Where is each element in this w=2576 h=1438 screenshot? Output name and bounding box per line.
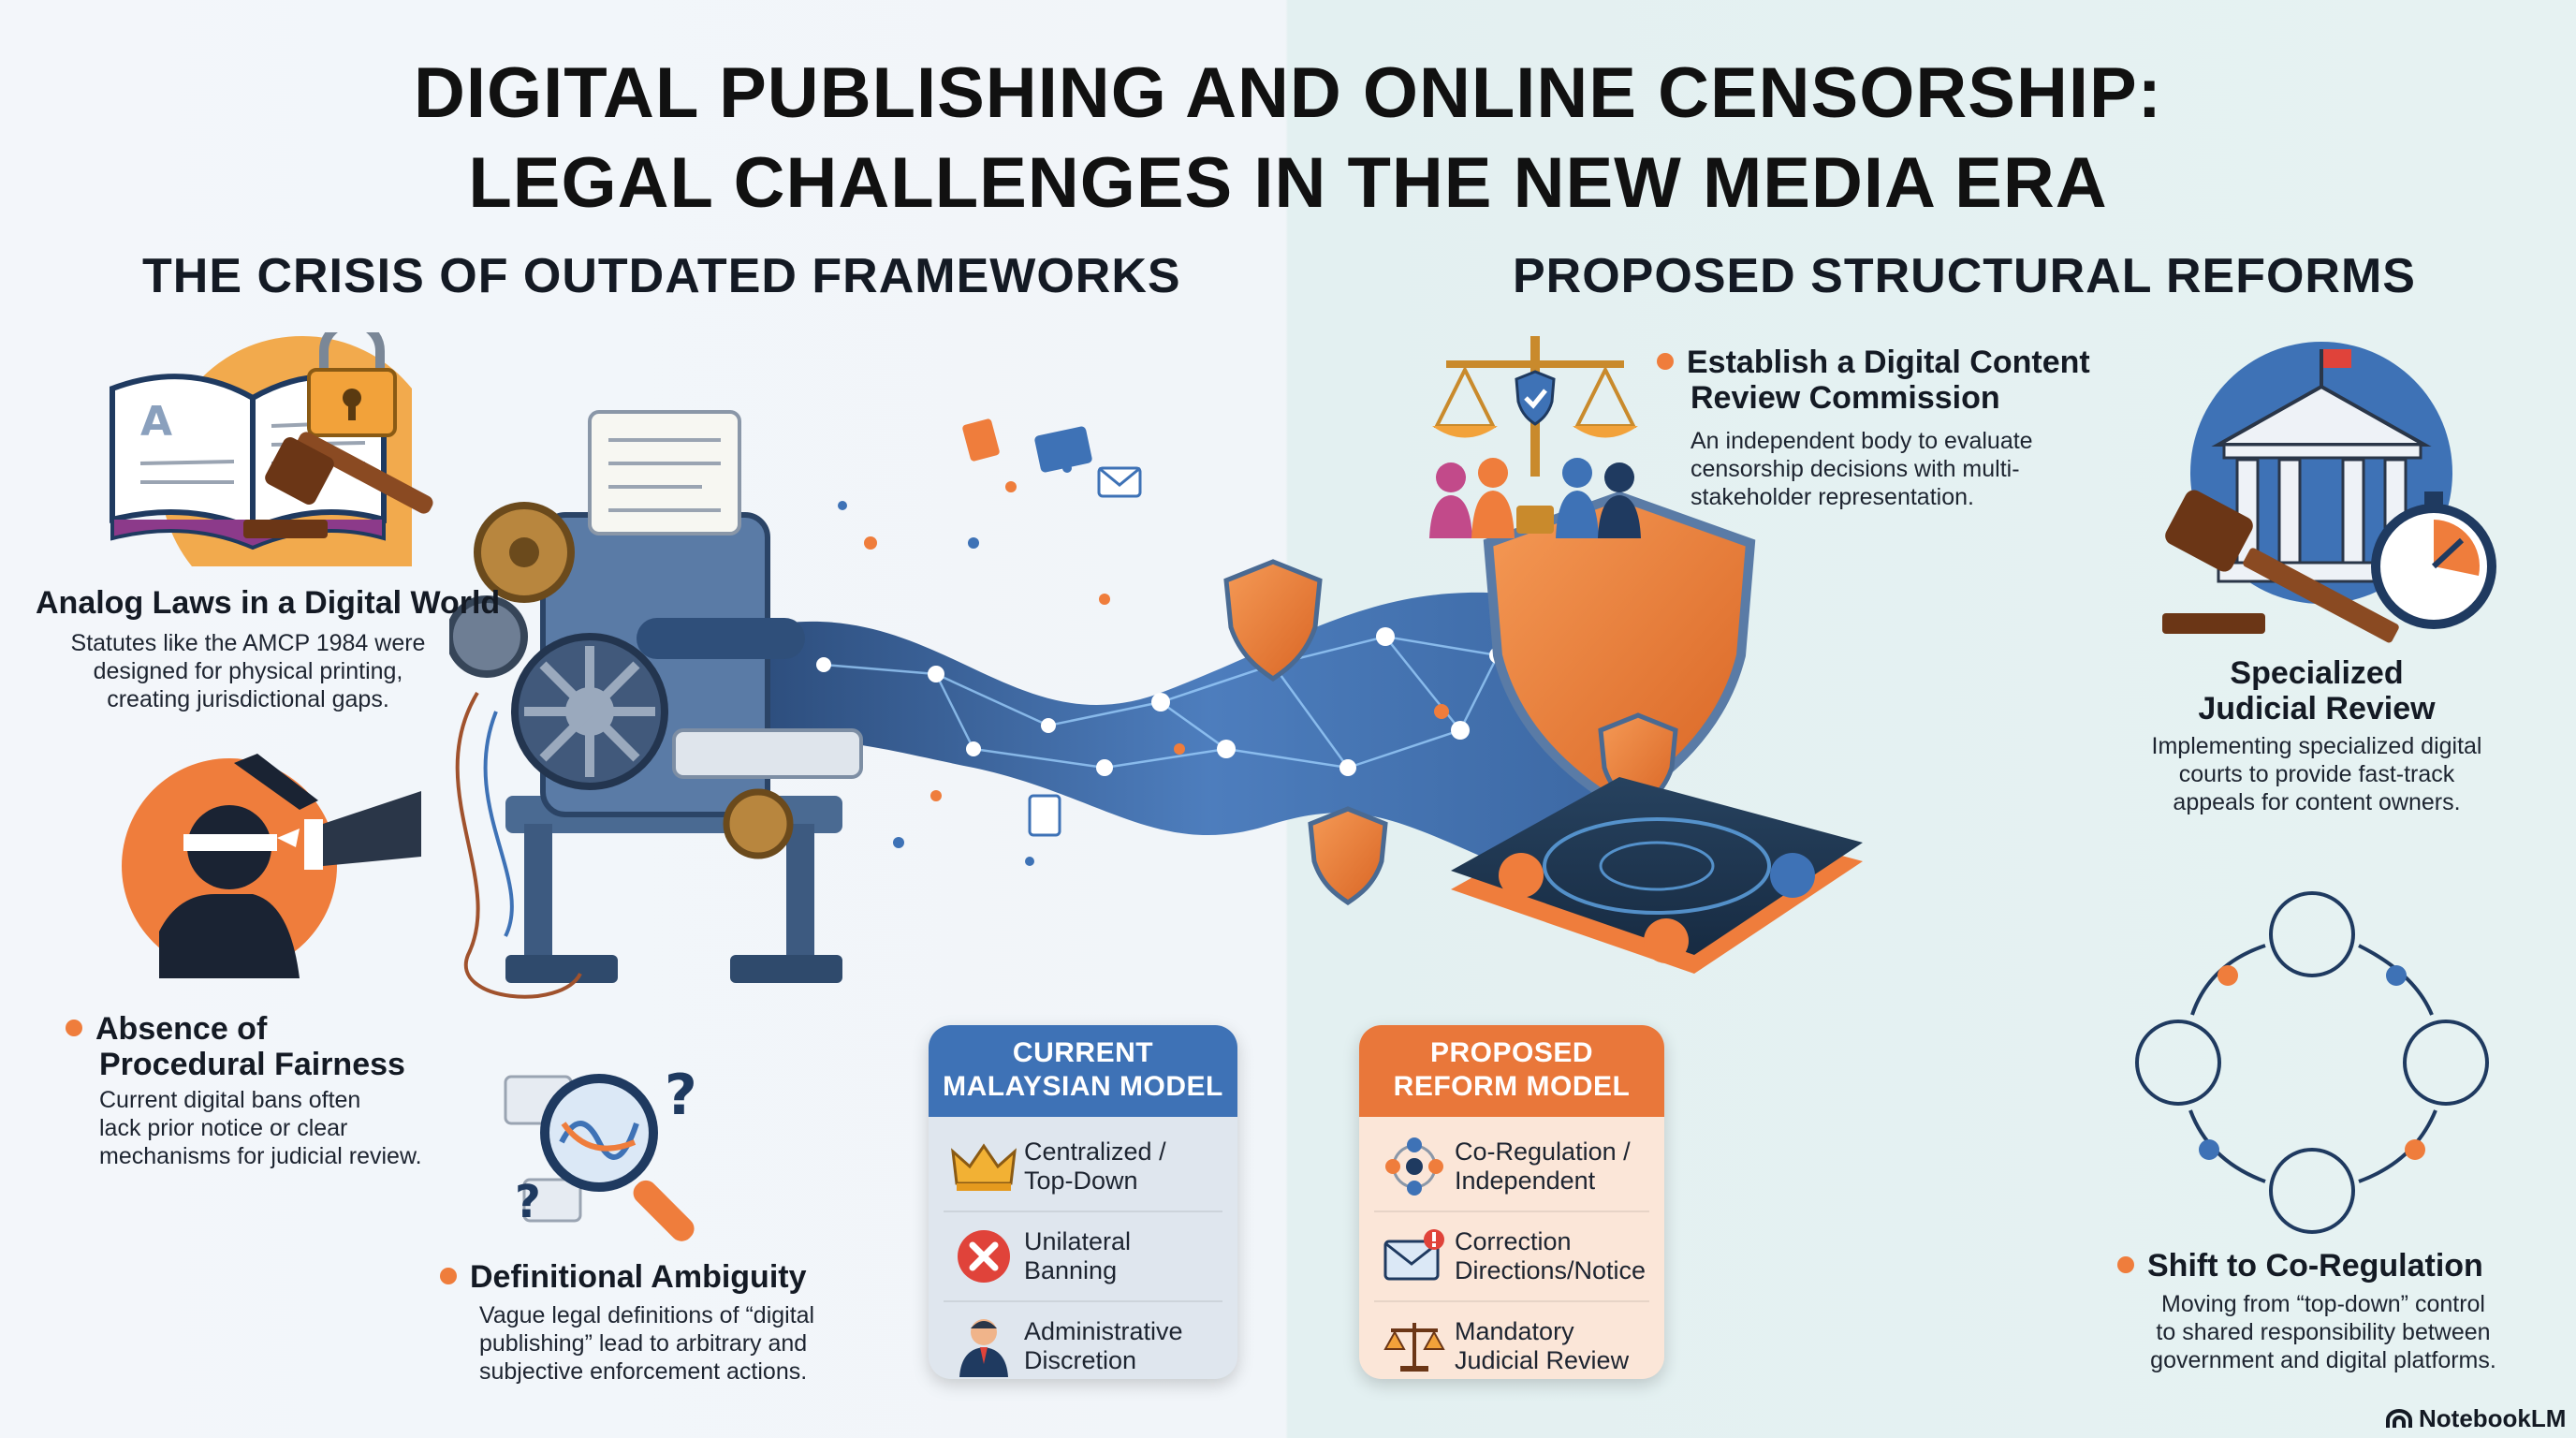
definitional-ambiguity-body: Vague legal definitions of “digital publ… [479, 1302, 815, 1385]
x-circle-icon [944, 1219, 1024, 1294]
current-model-header: CURRENT MALAYSIAN MODEL [929, 1025, 1237, 1117]
shield-icons [1223, 491, 1756, 906]
svg-text:A: A [140, 398, 172, 446]
blue-particles [838, 463, 1072, 866]
page-title: DIGITAL PUBLISHING AND ONLINE CENSORSHIP… [414, 53, 2162, 223]
svg-text:?: ? [515, 1176, 541, 1228]
right-section-heading: PROPOSED STRUCTURAL REFORMS [1513, 249, 2416, 303]
co-regulation-title: Shift to Co-Regulation [2117, 1248, 2483, 1284]
judicial-review-title: Specialized Judicial Review [2198, 655, 2436, 726]
notebooklm-brand: NotebookLM [2385, 1404, 2566, 1433]
review-commission-body: An independent body to evaluate censorsh… [1690, 428, 2033, 510]
bullet-dot [1657, 353, 1674, 371]
orange-particles [864, 481, 1449, 801]
scales-icon [1374, 1309, 1455, 1379]
document-icons [962, 418, 1142, 837]
bullet-dot [2117, 1256, 2134, 1274]
svg-text:?: ? [665, 1063, 697, 1128]
book-lock-gavel-icon: A [110, 332, 433, 566]
analog-laws-body: Statutes like the AMCP 1984 were designe… [70, 630, 426, 712]
printing-press [449, 410, 863, 999]
procedural-fairness-body: Current digital bans often lack prior no… [99, 1087, 422, 1169]
left-section-heading: THE CRISIS OF OUTDATED FRAMEWORKS [142, 249, 1181, 303]
mail-alert-icon [1374, 1219, 1455, 1294]
bullet-dot [66, 1020, 82, 1037]
procedural-fairness-title: Absence of Procedural Fairness [66, 1011, 405, 1082]
current-model-card: CURRENT MALAYSIAN MODEL Centralized /Top… [929, 1025, 1237, 1379]
reform-model-card: PROPOSED REFORM MODEL Co-Regulation /Ind… [1359, 1025, 1664, 1379]
definitional-ambiguity-title: Definitional Ambiguity [440, 1259, 807, 1295]
crown-icon [944, 1129, 1024, 1204]
review-commission-title: Establish a Digital Content Review Commi… [1657, 345, 2090, 416]
official-person-icon [944, 1309, 1024, 1379]
platform [1451, 777, 1863, 974]
notebooklm-logo-icon [2386, 1408, 2412, 1428]
reform-model-row: Co-Regulation /Independent [1374, 1123, 1649, 1212]
scales-shield-people-icon [1429, 336, 1641, 538]
reform-model-header: PROPOSED REFORM MODEL [1359, 1025, 1664, 1117]
courthouse-gavel-stopwatch-icon [2162, 342, 2496, 643]
blindfolded-person-icon [122, 754, 421, 978]
press-to-network-illustration [449, 410, 1863, 999]
bullet-dot [440, 1268, 457, 1285]
current-model-row: Centralized /Top-Down [944, 1123, 1222, 1212]
co-regulation-cycle-icon [2135, 891, 2489, 1234]
analog-laws-title: Analog Laws in a Digital World [36, 585, 501, 621]
co-regulation-body: Moving from “top-down” control to shared… [2150, 1291, 2496, 1373]
network-people-icon [1374, 1129, 1455, 1204]
judicial-review-body: Implementing specialized digital courts … [2151, 733, 2482, 815]
magnifier-question-icon: ? ? [504, 1063, 697, 1241]
